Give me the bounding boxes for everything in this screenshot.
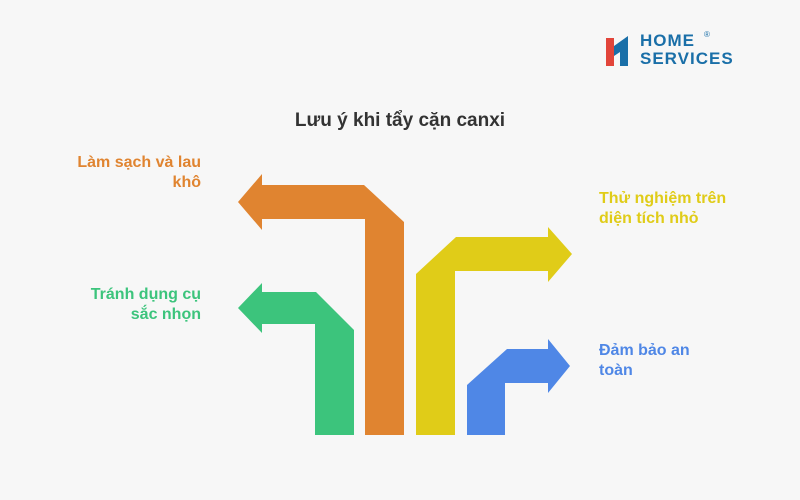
brand-line-2: SERVICES — [640, 49, 734, 68]
label-test-small-area: Thử nghiệm trên diện tích nhỏ — [599, 190, 727, 227]
home-logo-icon — [606, 36, 628, 66]
label-ensure-safety: Đảm bảo an toàn — [599, 342, 690, 379]
registered-mark: ® — [704, 30, 710, 39]
label-avoid-sharp: Tránh dụng cụ sắc nhọn — [90, 286, 201, 323]
brand-name: HOME SERVICES — [640, 32, 734, 68]
brand-logo: HOME SERVICES ® — [604, 30, 754, 72]
arrow-test-small-area — [416, 227, 572, 435]
diagram-title: Lưu ý khi tẩy cặn canxi — [294, 110, 506, 131]
label-clean-dry: Làm sạch và lau khô — [77, 154, 201, 191]
arrow-clean-dry — [238, 174, 404, 435]
brand-line-1: HOME — [640, 31, 695, 50]
arrow-ensure-safety — [467, 339, 570, 435]
arrow-avoid-sharp — [238, 283, 354, 435]
